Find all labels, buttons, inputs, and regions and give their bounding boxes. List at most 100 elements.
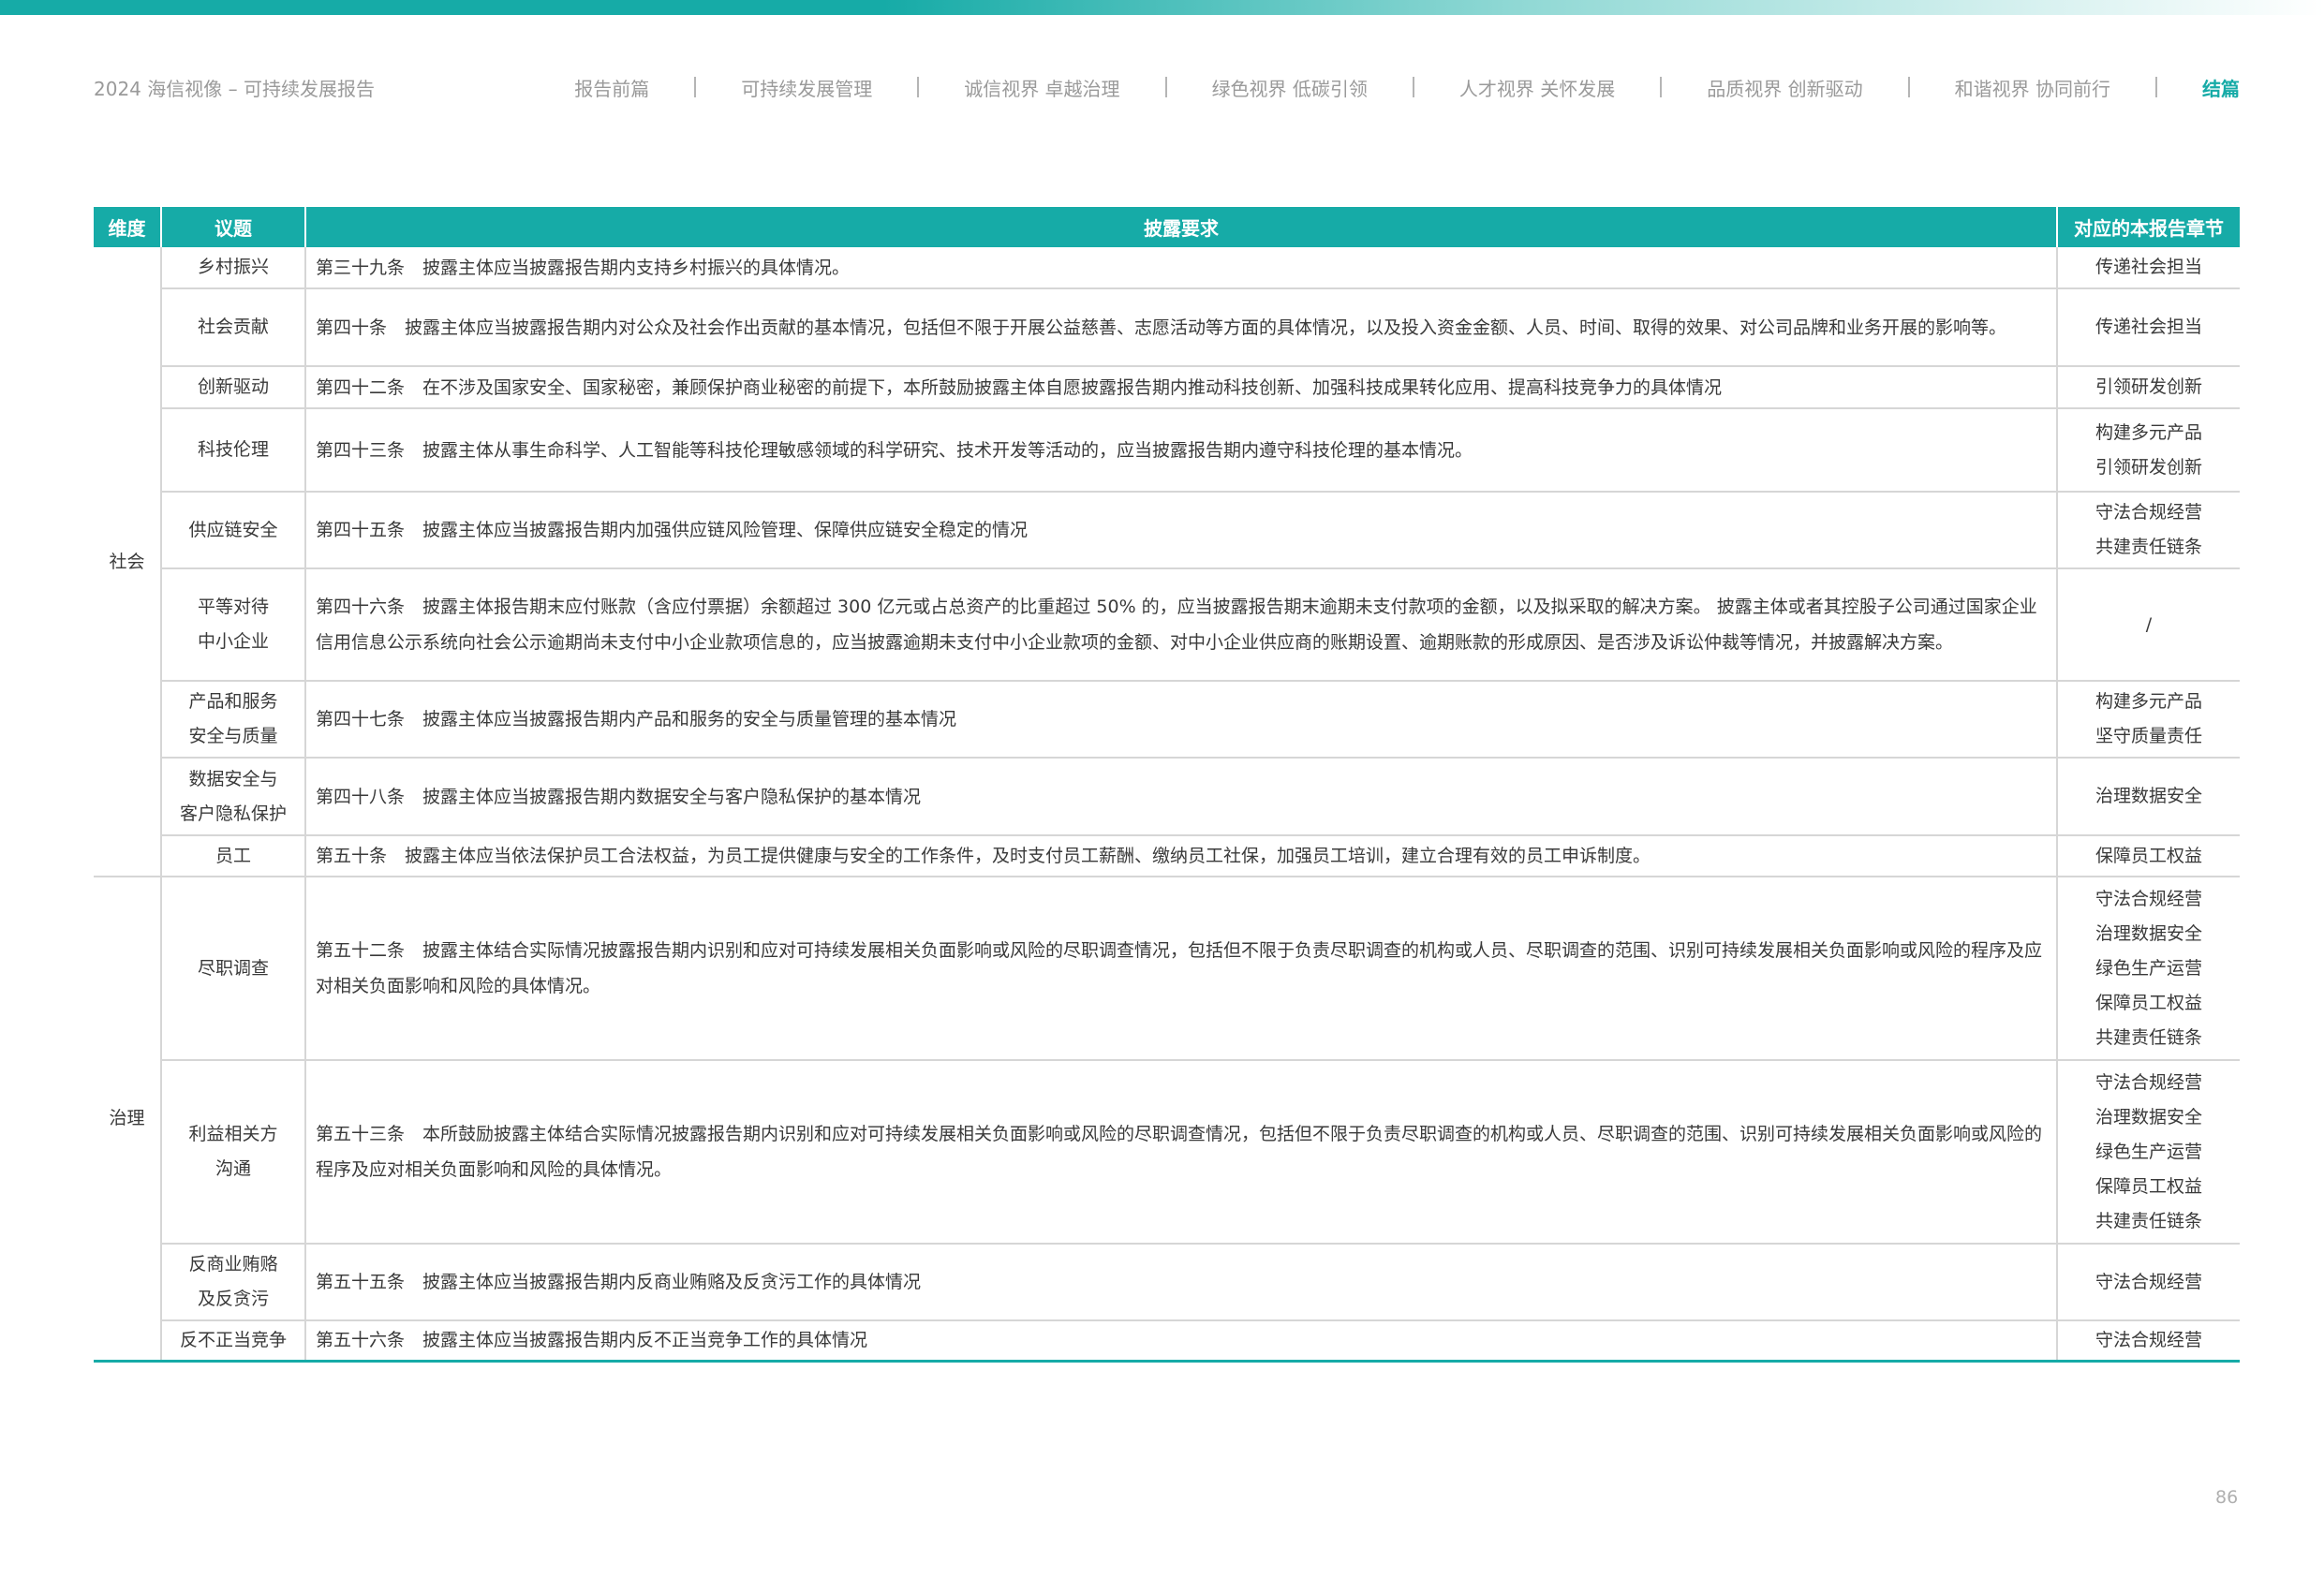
dimension-cell: 社会 bbox=[94, 247, 161, 877]
topic-cell: 创新驱动 bbox=[160, 366, 305, 409]
topic-line: 反不正当竞争 bbox=[179, 1329, 287, 1350]
requirement-cell: 第四十二条 在不涉及国家安全、国家秘密，兼顾保护商业秘密的前提下，本所鼓励披露主… bbox=[304, 366, 2057, 409]
topic-cell: 反商业贿赂及反贪污 bbox=[160, 1244, 305, 1321]
page-number: 86 bbox=[2215, 1487, 2239, 1508]
chapter-line: 绿色生产运营 bbox=[2095, 1141, 2202, 1162]
chapter-line: 守法合规经营 bbox=[2095, 1071, 2202, 1093]
requirement-cell: 第四十六条 披露主体报告期末应付账款（含应付票据）余额超过 300 亿元或占总资… bbox=[304, 568, 2057, 682]
nav-separator bbox=[1164, 77, 1167, 97]
chapter-cell: 守法合规经营 bbox=[2056, 1244, 2240, 1321]
header-dimension: 维度 bbox=[94, 207, 161, 247]
chapter-cell: 守法合规经营 bbox=[2056, 1320, 2240, 1363]
chapter-cell: 传递社会担当 bbox=[2056, 288, 2240, 367]
topic-cell: 供应链安全 bbox=[160, 492, 305, 569]
table-row: 反不正当竞争第五十六条 披露主体应当披露报告期内反不正当竞争工作的具体情况 守法合… bbox=[94, 1320, 2240, 1363]
chapter-cell: 引领研发创新 bbox=[2056, 366, 2240, 409]
topic-cell: 尽职调查 bbox=[160, 877, 305, 1061]
chapter-cell: 守法合规经营治理数据安全绿色生产运营保障员工权益共建责任链条 bbox=[2056, 1060, 2240, 1245]
nav-item[interactable]: 可持续发展管理 bbox=[741, 77, 873, 100]
header-requirement: 披露要求 bbox=[304, 207, 2057, 247]
chapter-cell: 传递社会担当 bbox=[2056, 247, 2240, 289]
chapter-cell: 守法合规经营共建责任链条 bbox=[2056, 492, 2240, 569]
chapter-line: 守法合规经营 bbox=[2095, 888, 2202, 909]
topic-cell: 员工 bbox=[160, 835, 305, 877]
nav-separator bbox=[917, 77, 920, 97]
chapter-line: 引领研发创新 bbox=[2095, 456, 2202, 478]
nav-item[interactable]: 绿色视界 低碳引领 bbox=[1211, 77, 1368, 100]
topic-line: 数据安全与 bbox=[188, 768, 278, 789]
topic-line: 沟通 bbox=[215, 1158, 251, 1179]
chapter-line: 引领研发创新 bbox=[2095, 376, 2202, 397]
requirement-cell: 第四十三条 披露主体从事生命科学、人工智能等科技伦理敏感领域的科学研究、技术开发… bbox=[304, 408, 2057, 493]
chapter-line: 共建责任链条 bbox=[2095, 537, 2202, 557]
chapter-cell: / bbox=[2056, 568, 2240, 682]
disclosure-table: 维度 议题 披露要求 对应的本报告章节 社会乡村振兴第三十九条 披露主体应当披露… bbox=[94, 207, 2240, 1363]
chapter-cell: 构建多元产品坚守质量责任 bbox=[2056, 681, 2240, 759]
nav-item[interactable]: 和谐视界 协同前行 bbox=[1954, 77, 2110, 100]
chapter-line: 保障员工权益 bbox=[2095, 1175, 2202, 1197]
nav-item[interactable]: 结篇 bbox=[2202, 77, 2240, 100]
nav-item[interactable]: 品质视界 创新驱动 bbox=[1707, 77, 1863, 100]
chapter-line: 守法合规经营 bbox=[2095, 1271, 2202, 1292]
requirement-cell: 第五十二条 披露主体结合实际情况披露报告期内识别和应对可持续发展相关负面影响或风… bbox=[304, 877, 2057, 1061]
chapter-line: 保障员工权益 bbox=[2095, 992, 2202, 1013]
topic-line: 安全与质量 bbox=[188, 726, 278, 746]
topic-line: 及反贪污 bbox=[197, 1289, 269, 1309]
table-row: 反商业贿赂及反贪污第五十五条 披露主体应当披露报告期内反商业贿赂及反贪污工作的具… bbox=[94, 1244, 2240, 1321]
nav-separator bbox=[1660, 77, 1663, 97]
chapter-line: 构建多元产品 bbox=[2095, 421, 2202, 443]
report-title: 2024 海信视像 – 可持续发展报告 bbox=[94, 77, 375, 100]
topic-cell: 科技伦理 bbox=[160, 408, 305, 493]
nav-separator bbox=[2155, 77, 2157, 97]
table-row: 利益相关方沟通第五十三条 本所鼓励披露主体结合实际情况披露报告期内识别和应对可持… bbox=[94, 1060, 2240, 1245]
topic-line: 利益相关方 bbox=[188, 1124, 278, 1144]
topic-line: 创新驱动 bbox=[197, 376, 269, 397]
nav-separator bbox=[1907, 77, 1910, 97]
nav-separator bbox=[694, 77, 697, 97]
chapter-cell: 构建多元产品引领研发创新 bbox=[2056, 408, 2240, 493]
topic-cell: 社会贡献 bbox=[160, 288, 305, 367]
chapter-line: 守法合规经营 bbox=[2095, 1329, 2202, 1350]
requirement-cell: 第五十条 披露主体应当依法保护员工合法权益，为员工提供健康与安全的工作条件，及时… bbox=[304, 835, 2057, 877]
chapter-cell: 保障员工权益 bbox=[2056, 835, 2240, 877]
chapter-line: 共建责任链条 bbox=[2095, 1210, 2202, 1231]
nav-item[interactable]: 人才视界 关怀发展 bbox=[1458, 77, 1616, 100]
chapter-line: 传递社会担当 bbox=[2095, 257, 2202, 277]
table-row: 数据安全与客户隐私保护第四十八条 披露主体应当披露报告期内数据安全与客户隐私保护… bbox=[94, 758, 2240, 836]
header-chapter: 对应的本报告章节 bbox=[2056, 207, 2240, 247]
topic-cell: 利益相关方沟通 bbox=[160, 1060, 305, 1245]
section-nav: 报告前篇 可持续发展管理 诚信视界 卓越治理 绿色视界 低碳引领 人才视界 关怀发展 品质… bbox=[496, 74, 2240, 101]
chapter-line: 治理数据安全 bbox=[2095, 922, 2202, 944]
table-row: 科技伦理 第四十三条 披露主体从事生命科学、人工智能等科技伦理敏感领域的科学研究、… bbox=[94, 408, 2240, 493]
requirement-cell: 第四十条 披露主体应当披露报告期内对公众及社会作出贡献的基本情况，包括但不限于开… bbox=[304, 288, 2057, 367]
chapter-line: 保障员工权益 bbox=[2095, 845, 2202, 866]
requirement-cell: 第五十六条 披露主体应当披露报告期内反不正当竞争工作的具体情况 bbox=[304, 1320, 2057, 1363]
requirement-cell: 第四十七条 披露主体应当披露报告期内产品和服务的安全与质量管理的基本情况 bbox=[304, 681, 2057, 759]
topic-cell: 数据安全与客户隐私保护 bbox=[160, 758, 305, 836]
nav-item[interactable]: 报告前篇 bbox=[574, 77, 650, 100]
chapter-line: / bbox=[2145, 613, 2153, 635]
topic-line: 尽职调查 bbox=[197, 957, 269, 979]
topic-cell: 产品和服务安全与质量 bbox=[160, 681, 305, 759]
nav-separator bbox=[1412, 77, 1414, 97]
topic-line: 科技伦理 bbox=[197, 439, 269, 460]
table-row: 产品和服务安全与质量第四十七条 披露主体应当披露报告期内产品和服务的安全与质量管… bbox=[94, 681, 2240, 759]
chapter-line: 共建责任链条 bbox=[2095, 1026, 2202, 1048]
chapter-line: 坚守质量责任 bbox=[2095, 726, 2202, 746]
topic-line: 客户隐私保护 bbox=[179, 803, 287, 824]
chapter-line: 治理数据安全 bbox=[2095, 786, 2202, 806]
dimension-cell: 治理 bbox=[94, 877, 161, 1363]
requirement-cell: 第三十九条 披露主体应当披露报告期内支持乡村振兴的具体情况。 bbox=[304, 247, 2057, 289]
chapter-line: 守法合规经营 bbox=[2095, 502, 2202, 523]
chapter-line: 传递社会担当 bbox=[2095, 317, 2202, 337]
header-nav: 2024 海信视像 – 可持续发展报告 报告前篇 可持续发展管理 诚信视界 卓越治理… bbox=[94, 73, 2240, 101]
requirement-cell: 第四十八条 披露主体应当披露报告期内数据安全与客户隐私保护的基本情况 bbox=[304, 758, 2057, 836]
table-header-row: 维度 议题 披露要求 对应的本报告章节 bbox=[94, 207, 2240, 247]
nav-item[interactable]: 诚信视界 卓越治理 bbox=[964, 77, 1120, 100]
topic-cell: 乡村振兴 bbox=[160, 247, 305, 289]
table-row: 平等对待中小企业第四十六条 披露主体报告期末应付账款（含应付票据）余额超过 30… bbox=[94, 568, 2240, 682]
topic-cell: 反不正当竞争 bbox=[160, 1320, 305, 1363]
header-topic: 议题 bbox=[160, 207, 305, 247]
topic-line: 供应链安全 bbox=[188, 519, 278, 540]
table-row: 社会乡村振兴第三十九条 披露主体应当披露报告期内支持乡村振兴的具体情况。传递社会… bbox=[94, 247, 2240, 877]
